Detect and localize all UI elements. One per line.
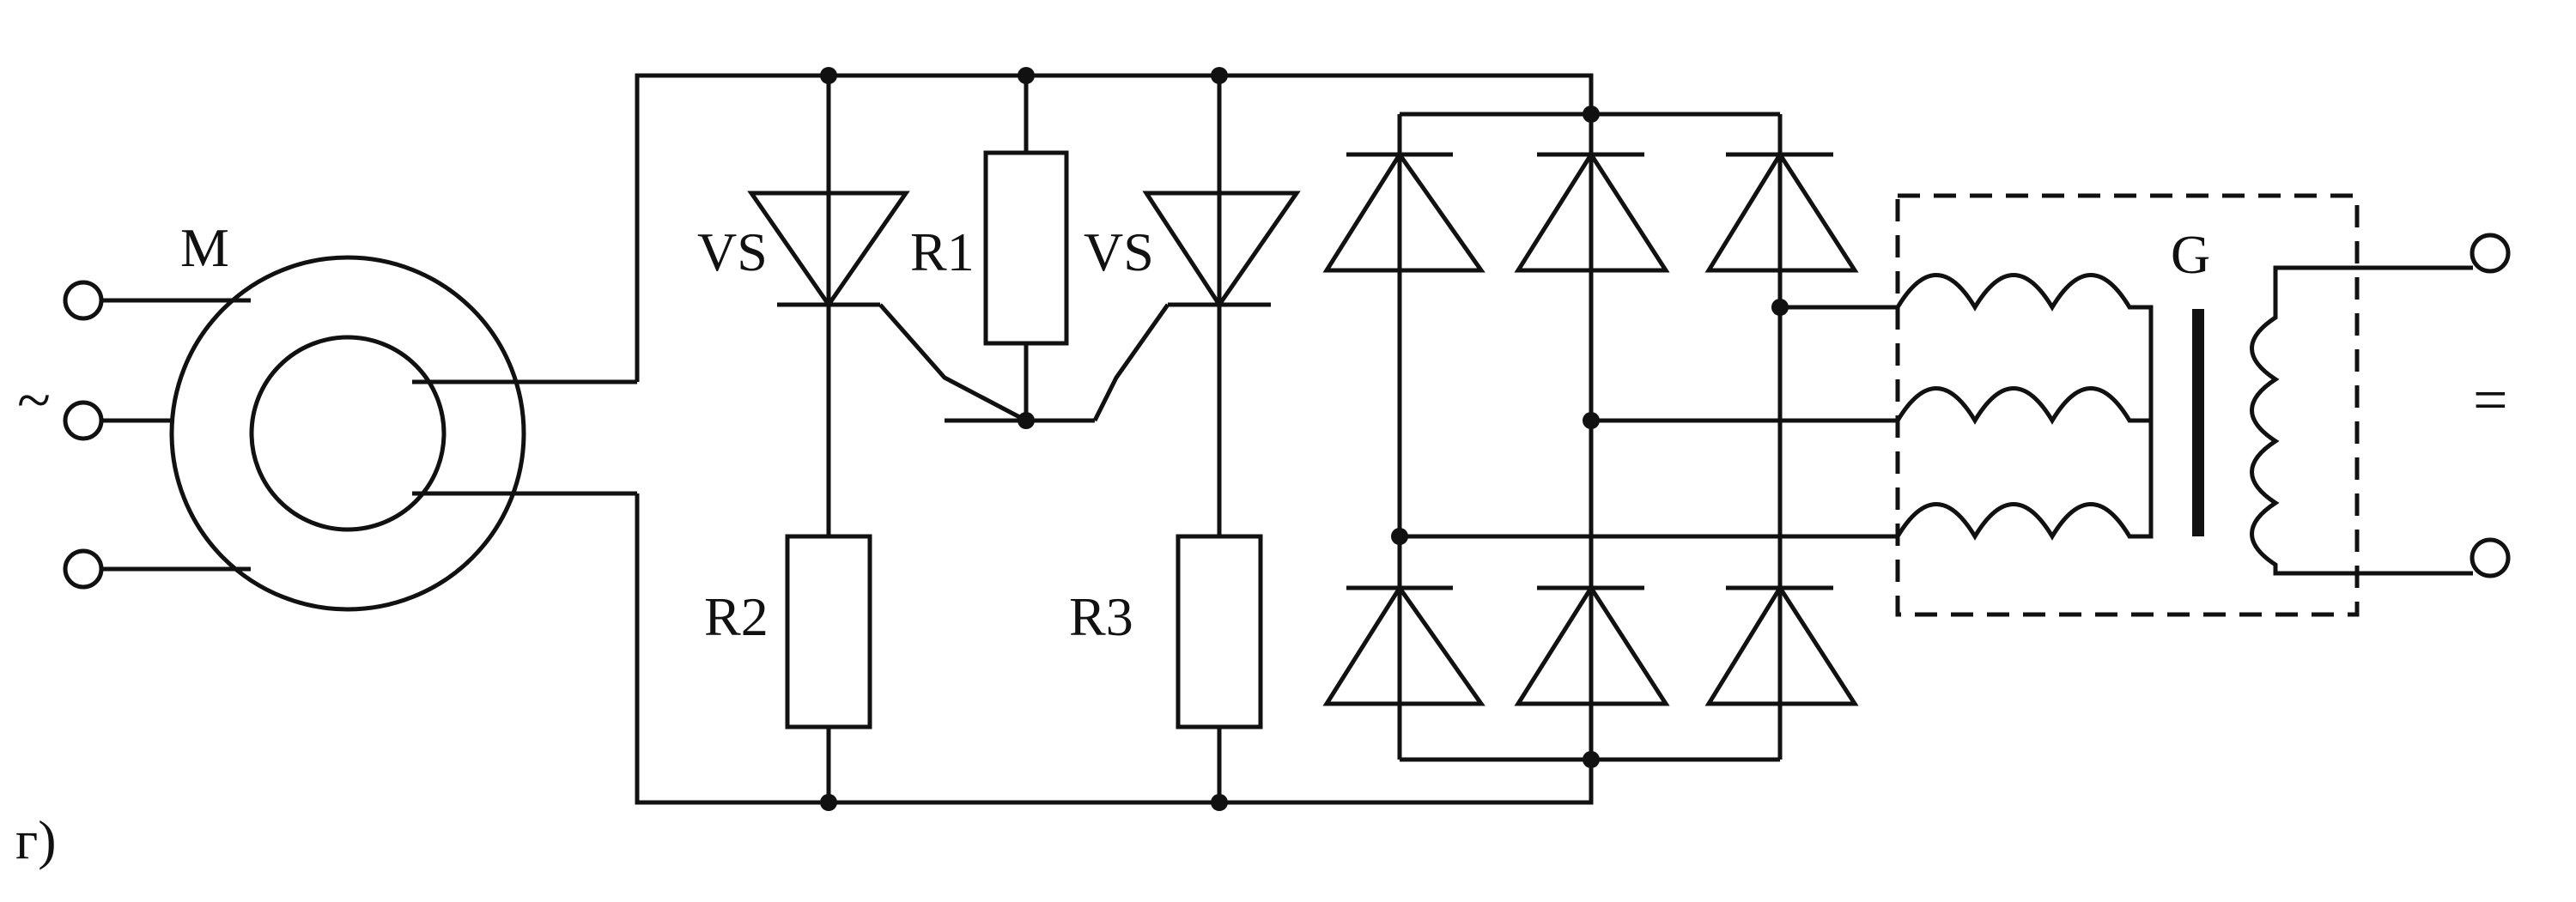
junction-dot — [1211, 794, 1228, 811]
junction-dot — [820, 67, 837, 84]
thyristor-vs1 — [747, 191, 910, 309]
resistor-r2 — [785, 534, 872, 729]
junction-dots — [820, 67, 1789, 811]
motor-rotor-circle — [249, 335, 447, 532]
junction-dot — [1211, 67, 1228, 84]
ac-symbol: ~ — [17, 366, 51, 434]
diode-bottom-1 — [1322, 584, 1485, 706]
junction-dot — [1583, 751, 1600, 768]
resistor-r1 — [983, 150, 1069, 346]
ac-input-terminals — [63, 280, 104, 590]
resistor-r1-branch — [945, 76, 1095, 423]
motor-stator-circle — [169, 255, 526, 612]
junction-dot — [1391, 528, 1408, 545]
junction-dot — [1018, 412, 1035, 429]
generator-label: G — [2171, 224, 2210, 285]
thyristor-branch-1 — [747, 76, 1028, 802]
thyristor-vs2 — [1142, 191, 1301, 309]
thyristor-1-label: VS — [697, 221, 768, 282]
junction-dot — [1583, 106, 1600, 123]
junction-dot — [820, 794, 837, 811]
motor-label: M — [180, 217, 229, 278]
motor-m — [101, 255, 637, 612]
primary-winding-3 — [1895, 421, 2154, 541]
junction-dot — [1583, 412, 1600, 429]
dc-terminal-positive — [2470, 233, 2511, 274]
diode-bridge — [1322, 150, 1898, 706]
dc-output-terminals — [2470, 233, 2511, 578]
diode-top-1 — [1322, 150, 1485, 273]
panel-label: г) — [15, 809, 57, 870]
resistor-r1-label: R1 — [910, 221, 975, 282]
ac-terminal-1 — [63, 280, 104, 321]
secondary-winding — [2250, 265, 2473, 576]
resistor-r3 — [1176, 534, 1263, 729]
dc-symbol: = — [2473, 366, 2508, 434]
diode-top-3 — [1704, 150, 1859, 273]
thyristor-branch-2 — [1092, 76, 1301, 802]
primary-winding-1 — [1895, 273, 2154, 421]
diode-bottom-3 — [1704, 584, 1859, 706]
junction-dot — [1771, 299, 1789, 316]
resistor-r3-label: R3 — [1069, 586, 1133, 647]
transformer-dashed-box — [1895, 193, 2360, 617]
junction-dot — [1018, 67, 1035, 84]
resistor-r2-label: R2 — [704, 586, 769, 647]
transformer-g — [1895, 193, 2473, 617]
diode-bottom-2 — [1514, 584, 1670, 706]
ac-terminal-2 — [63, 400, 104, 441]
ac-terminal-3 — [63, 548, 104, 590]
primary-winding-2 — [1895, 386, 2151, 425]
dc-terminal-negative — [2470, 537, 2511, 578]
thyristor-2-label: VS — [1084, 221, 1154, 282]
diode-top-2 — [1514, 150, 1670, 273]
